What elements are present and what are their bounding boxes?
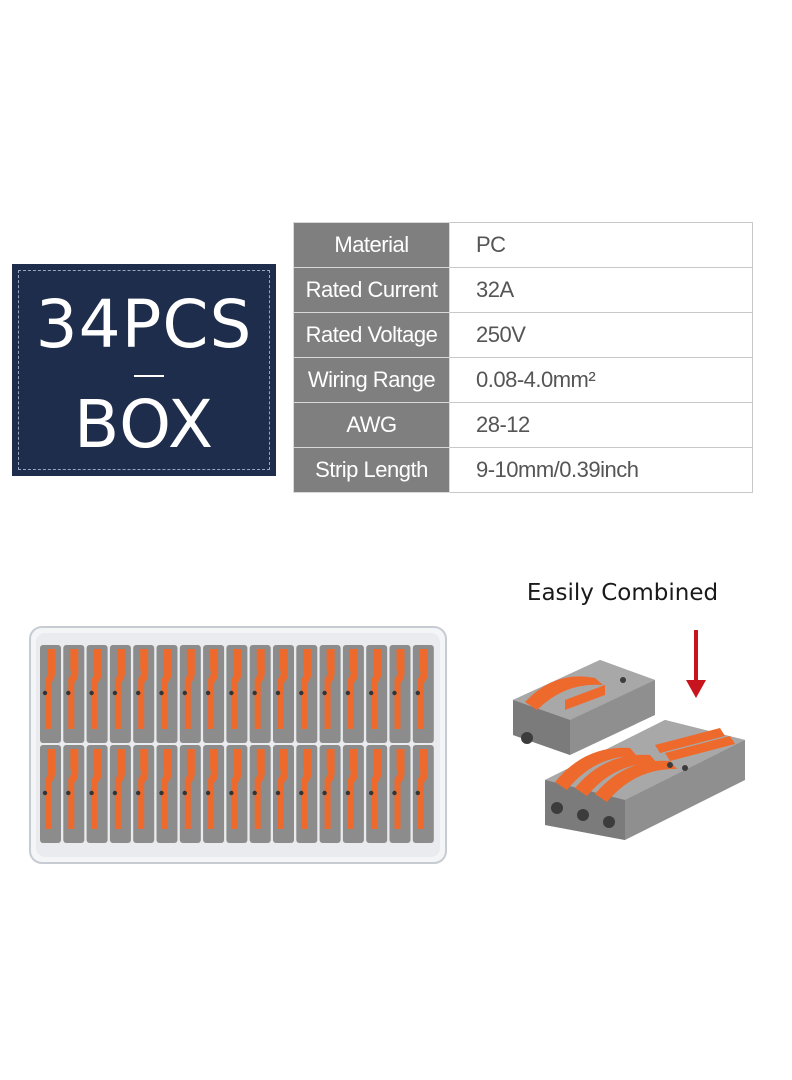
spec-value: 250V	[449, 312, 753, 358]
connector-hole	[66, 690, 71, 696]
connector-lever	[394, 749, 405, 829]
connector-hole	[136, 790, 141, 796]
connector-hole	[42, 690, 48, 696]
connector-hole	[299, 790, 304, 796]
connector-hole	[299, 690, 304, 696]
arrow-down-icon	[686, 630, 706, 698]
connector-lever	[68, 649, 79, 729]
connector-hole	[392, 790, 397, 796]
spec-table: Material PC Rated Current 32A Rated Volt…	[293, 222, 753, 493]
quantity-badge: 34PCS BOX	[12, 264, 276, 476]
combined-connectors-image	[513, 660, 745, 840]
connector-lever	[347, 749, 358, 829]
connector-lever	[208, 749, 219, 829]
connector-lever	[324, 749, 335, 829]
badge-quantity: 34PCS	[35, 286, 253, 363]
connector-lever	[184, 749, 195, 829]
connector-hole	[415, 790, 420, 796]
connector-hole	[112, 690, 118, 696]
connector-lever	[301, 649, 312, 729]
connector-hole	[275, 790, 281, 796]
connector-lever	[417, 749, 428, 829]
connector-lever	[301, 749, 312, 829]
connector-hole	[322, 690, 327, 696]
connector-rows	[40, 645, 434, 843]
connector-hole	[182, 790, 187, 796]
connector-lever	[114, 649, 125, 729]
connector-lever	[371, 649, 382, 729]
spec-value: 32A	[449, 267, 753, 313]
spec-label: Wiring Range	[293, 357, 450, 403]
connector-lever	[91, 649, 102, 729]
spec-label: Strip Length	[293, 447, 450, 493]
spec-value: 28-12	[449, 402, 753, 448]
connector-hole	[345, 690, 351, 696]
connector-lever	[138, 649, 149, 729]
connector-hole	[229, 790, 234, 796]
connector-storage-box-image	[29, 626, 447, 864]
connector-hole	[345, 790, 351, 796]
spec-label: Material	[293, 222, 450, 268]
spec-value: 9-10mm/0.39inch	[449, 447, 753, 493]
single-connector	[513, 660, 655, 755]
connector-hole	[392, 690, 397, 696]
spec-value: 0.08-4.0mm²	[449, 357, 753, 403]
spec-row: Strip Length 9-10mm/0.39inch	[293, 447, 753, 493]
connector-hole	[89, 690, 94, 696]
connector-hole	[415, 690, 420, 696]
connector-hole	[182, 690, 187, 696]
spec-label: Rated Current	[293, 267, 450, 313]
connector-hole	[275, 690, 281, 696]
connector-lever	[324, 649, 335, 729]
connector-hole	[205, 790, 211, 796]
connector-lever	[231, 749, 242, 829]
connector-hole	[89, 790, 94, 796]
connector-lever	[184, 649, 195, 729]
connector-lever	[45, 749, 55, 829]
connector-hole	[159, 790, 164, 796]
connector-lever	[45, 649, 55, 729]
connector-hole	[66, 790, 71, 796]
connector-hole	[112, 790, 118, 796]
spec-label: AWG	[293, 402, 450, 448]
combined-connector-block	[545, 720, 745, 840]
spec-row: Rated Current 32A	[293, 267, 753, 313]
connector-hole	[229, 690, 234, 696]
spec-value: PC	[449, 222, 753, 268]
connector-lever	[91, 749, 102, 829]
badge-divider	[134, 375, 164, 377]
connector-lever	[254, 749, 265, 829]
spec-row: Wiring Range 0.08-4.0mm²	[293, 357, 753, 403]
spec-label: Rated Voltage	[293, 312, 450, 358]
connector-lever	[161, 749, 172, 829]
connector-lever	[138, 749, 149, 829]
connector-hole	[369, 690, 374, 696]
connector-hole	[369, 790, 374, 796]
connector-hole	[205, 690, 211, 696]
connector-hole	[42, 790, 48, 796]
badge-unit: BOX	[73, 386, 215, 463]
connector-lever	[417, 649, 428, 729]
connector-lever	[278, 749, 288, 829]
spec-row: Material PC	[293, 222, 753, 268]
connector-lever	[254, 649, 265, 729]
connector-hole	[252, 690, 257, 696]
connector-lever	[231, 649, 242, 729]
spec-row: AWG 28-12	[293, 402, 753, 448]
connector-hole	[159, 690, 164, 696]
connector-lever	[394, 649, 405, 729]
connector-lever	[371, 749, 382, 829]
connector-lever	[161, 649, 172, 729]
connector-lever	[114, 749, 125, 829]
connector-lever	[68, 749, 79, 829]
connector-hole	[136, 690, 141, 696]
spec-row: Rated Voltage 250V	[293, 312, 753, 358]
connector-lever	[278, 649, 288, 729]
connector-lever	[347, 649, 358, 729]
connector-hole	[322, 790, 327, 796]
connector-hole	[252, 790, 257, 796]
connector-lever	[208, 649, 219, 729]
combo-caption: Easily Combined	[526, 580, 719, 606]
